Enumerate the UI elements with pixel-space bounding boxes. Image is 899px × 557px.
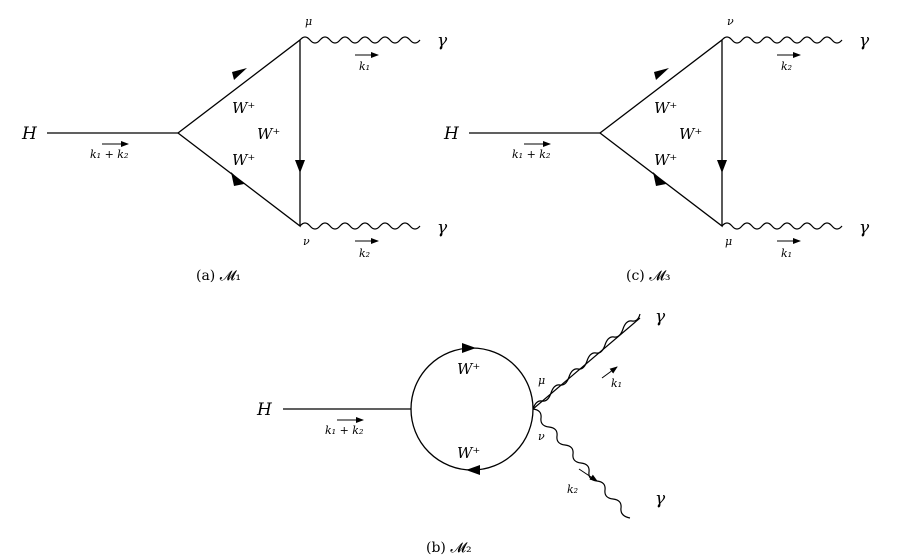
w-loop-triangle-c	[598, 38, 723, 228]
photon-line-lower-c	[721, 222, 843, 230]
photon-line-upper-a	[299, 36, 421, 44]
k2-label-a: k₂	[359, 247, 370, 260]
nu-label-c: ν	[727, 15, 734, 28]
mu-label-a: μ	[305, 15, 312, 28]
fermion-arrow-lower-a	[231, 172, 244, 186]
higgs-label-c: H	[443, 124, 460, 144]
w-label-right-a: W⁺	[257, 125, 280, 143]
fermion-arrow-lower-c	[653, 172, 666, 186]
w-label-lower-c: W⁺	[654, 151, 677, 169]
photon-label-lower-c: γ	[859, 218, 870, 238]
photon-line-upper-b	[532, 313, 641, 410]
w-label-upper-a: W⁺	[232, 99, 255, 117]
k1-label-a: k₁	[359, 60, 370, 73]
mu-label-c: μ	[725, 235, 732, 248]
momentum-label-b: k₁ + k₂	[325, 424, 363, 437]
k1-arrow-b	[601, 366, 618, 379]
k1-label-c: k₁	[781, 247, 792, 260]
w-label-right-c: W⁺	[679, 125, 702, 143]
fermion-arrow-right-a	[295, 160, 305, 173]
w-label-upper-b: W⁺	[457, 360, 480, 378]
caption-b: (b) 𝓜₂	[426, 540, 472, 556]
fermion-arrow-lower-b	[466, 465, 480, 475]
diagram-b: H k₁ + k₂ W⁺ W⁺ μ ν k₁ k₂ γ γ (b) 𝓜₂	[256, 307, 666, 556]
w-label-lower-a: W⁺	[232, 151, 255, 169]
photon-label-lower-a: γ	[437, 218, 448, 238]
mu-label-b: μ	[538, 374, 545, 387]
nu-label-b: ν	[538, 430, 545, 443]
photon-line-lower-a	[299, 222, 421, 230]
diagram-a: H k₁ + k₂ W⁺ W⁺ W⁺ μ ν k₁ k₂ γ γ (a) 𝓜₁	[21, 15, 448, 284]
fermion-arrow-upper-c	[654, 68, 669, 80]
w-label-upper-c: W⁺	[654, 99, 677, 117]
photon-label-upper-b: γ	[655, 307, 666, 327]
nu-label-a: ν	[303, 235, 310, 248]
photon-line-lower-b	[532, 408, 631, 519]
k2-label-b: k₂	[567, 483, 578, 496]
caption-c: (c) 𝓜₃	[626, 268, 671, 284]
higgs-label-b: H	[256, 400, 273, 420]
photon-label-lower-b: γ	[655, 489, 666, 509]
fermion-arrow-right-c	[717, 160, 727, 173]
k2-label-c: k₂	[781, 60, 792, 73]
caption-a: (a) 𝓜₁	[196, 268, 241, 284]
k1-label-b: k₁	[611, 377, 622, 390]
higgs-label-a: H	[21, 124, 38, 144]
w-loop-triangle-a	[176, 38, 301, 228]
momentum-label-a: k₁ + k₂	[90, 148, 128, 161]
w-label-lower-b: W⁺	[457, 444, 480, 462]
photon-line-upper-c	[721, 36, 843, 44]
diagram-c: H k₁ + k₂ W⁺ W⁺ W⁺ ν μ k₂ k₁ γ γ (c) 𝓜₃	[443, 15, 870, 284]
fermion-arrow-upper-a	[232, 68, 247, 80]
photon-label-upper-a: γ	[437, 31, 448, 51]
k2-arrow-b	[578, 468, 598, 482]
fermion-arrow-upper-b	[462, 343, 476, 353]
photon-label-upper-c: γ	[859, 31, 870, 51]
momentum-label-c: k₁ + k₂	[512, 148, 550, 161]
